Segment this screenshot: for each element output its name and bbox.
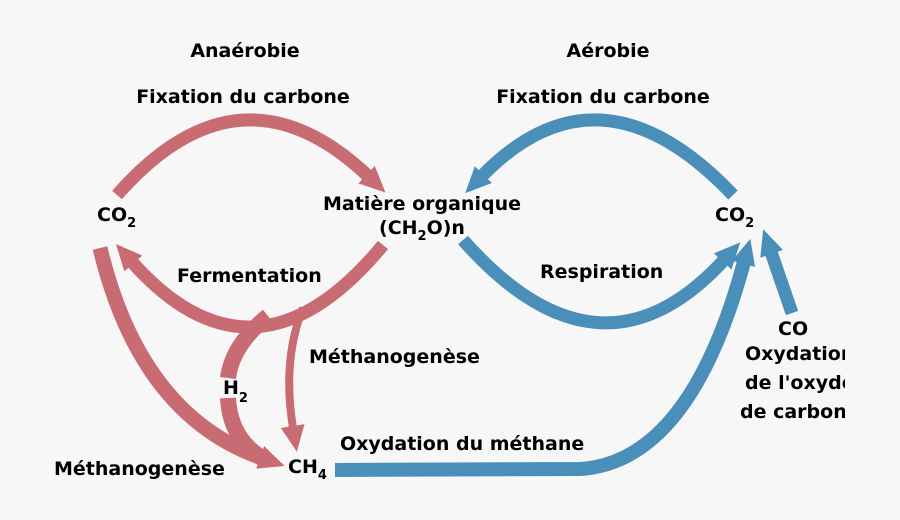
label-organic-formula: (CH2O)n [379,217,465,244]
label-co2-right: CO2 [715,204,754,231]
co2-left-subscript: 2 [127,216,136,231]
fixation-arrow-left [112,113,386,200]
aerobic-arrows [334,113,799,477]
methanogenesis-organic-arrow [280,306,307,452]
label-methane-oxidation: Oxydation du méthane [340,433,584,455]
organic-formula-part1: (CH [379,217,418,239]
label-co-oxidation: Oxydation de l'oxyde de carbone [740,343,860,423]
label-co2-left: CO2 [97,204,136,231]
label-fermentation: Fermentation [177,265,322,287]
co2-right-subscript: 2 [745,216,754,231]
methane-oxidation-arrow [334,238,756,477]
respiration-arrow [458,235,741,330]
co2-right-text: CO [715,204,745,226]
label-h2: H2 [223,377,248,406]
heading-anaerobic: Anaérobie [190,40,299,62]
organic-formula-part2: O)n [427,217,465,239]
h2-text: H [223,377,239,399]
anaerobic-arrows [92,113,389,469]
h2-subscript: 2 [239,391,248,406]
label-fixation-left: Fixation du carbone [136,86,350,108]
label-ch4: CH4 [288,456,327,483]
h2-production-arrow [220,309,274,380]
co2-left-text: CO [97,204,127,226]
methanogenesis-co2-arrow [92,246,285,469]
co-oxidation-line1: Oxydation [745,343,854,365]
label-methanogenesis-left: Méthanogenèse [54,458,225,480]
co-oxidation-line3: de carbone [740,401,860,423]
fixation-arrow-right [465,113,738,200]
label-respiration: Respiration [540,261,663,283]
heading-aerobic: Aérobie [566,40,649,62]
h2-methanogenesis-arrow [220,397,267,465]
co-oxidation-line2: de l'oxyde [745,372,855,394]
organic-formula-subscript: 2 [418,229,427,244]
label-fixation-right: Fixation du carbone [496,86,710,108]
co-oxidation-arrow [760,229,799,316]
label-organic-matter: Matière organique [323,193,521,215]
ch4-text: CH [288,456,318,478]
label-co: CO [778,318,808,340]
label-methanogenesis-right: Méthanogenèse [309,346,480,368]
ch4-subscript: 4 [318,468,327,483]
